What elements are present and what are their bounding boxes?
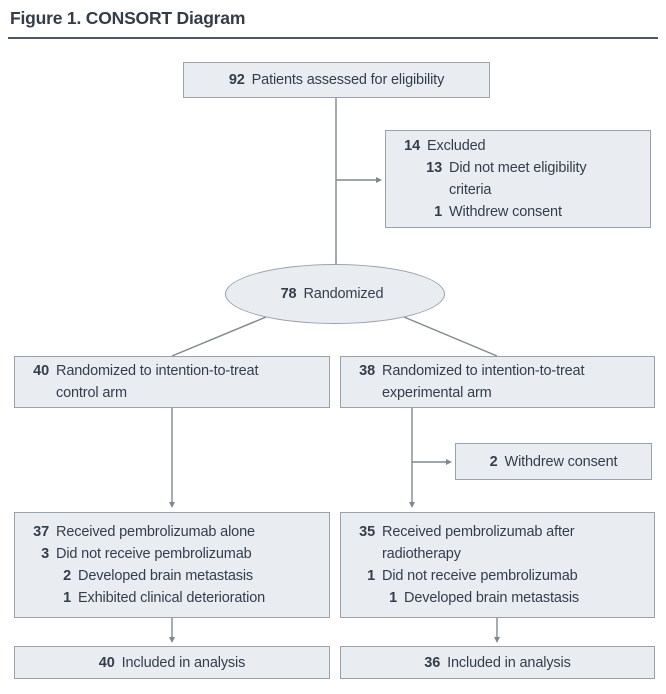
- count: 35: [359, 524, 375, 540]
- count: 1: [367, 568, 375, 584]
- stat-line: 1 Developed brain metastasis: [355, 587, 646, 609]
- box-withdrew-consent: 2 Withdrew consent: [455, 443, 652, 480]
- label: Included in analysis: [447, 654, 571, 671]
- stat-line: 13 Did not meet eligibility criteria: [400, 157, 642, 201]
- count: 37: [33, 524, 49, 540]
- count: 1: [434, 204, 442, 220]
- label: Did not meet eligibility criteria: [449, 160, 587, 198]
- label: Developed brain metastasis: [78, 568, 254, 584]
- stat-line: 3 Did not receive pembrolizumab: [29, 543, 321, 565]
- box-control-arm: 40 Randomized to intention-to-treat cont…: [14, 356, 330, 408]
- box-control-analysis: 40 Included in analysis: [14, 646, 330, 679]
- count: 78: [280, 286, 297, 302]
- label: Exhibited clinical deterioration: [78, 590, 266, 606]
- label: Developed brain metastasis: [404, 590, 580, 606]
- count: 2: [489, 453, 498, 470]
- label: Withdrew consent: [504, 453, 618, 470]
- box-control-received: 37 Received pembrolizumab alone 3 Did no…: [14, 512, 330, 618]
- count: 40: [33, 363, 49, 379]
- box-excluded: 14 Excluded 13 Did not meet eligibility …: [385, 130, 651, 228]
- box-experimental-arm: 38 Randomized to intention-to-treat expe…: [340, 356, 655, 408]
- box-assessed-for-eligibility: 92 Patients assessed for eligibility: [183, 62, 490, 98]
- stat-line: 2 Withdrew consent: [470, 451, 643, 473]
- count: 36: [424, 654, 441, 671]
- label: Randomized to intention-to-treat experim…: [382, 363, 585, 401]
- box-experimental-received: 35 Received pembrolizumab after radiothe…: [340, 512, 655, 618]
- count: 3: [41, 546, 49, 562]
- line-randomized-to-control: [171, 316, 267, 357]
- label: Received pembrolizumab alone: [56, 524, 255, 540]
- stat-line: 78 Randomized: [281, 283, 390, 305]
- count: 40: [98, 654, 115, 671]
- stat-line: 1 Exhibited clinical deterioration: [29, 587, 321, 609]
- label: Excluded: [427, 138, 486, 154]
- stat-line: 40 Included in analysis: [29, 652, 321, 674]
- count: 92: [228, 72, 245, 88]
- stat-line: 38 Randomized to intention-to-treat expe…: [355, 360, 646, 404]
- stat-line: 37 Received pembrolizumab alone: [29, 521, 321, 543]
- label: Randomized: [303, 286, 384, 302]
- stat-line: 1 Did not receive pembrolizumab: [355, 565, 646, 587]
- count: 2: [63, 568, 71, 584]
- ellipse-randomized: 78 Randomized: [225, 264, 445, 324]
- label: Withdrew consent: [449, 204, 562, 220]
- stat-line: 2 Developed brain metastasis: [29, 565, 321, 587]
- title-divider: [8, 37, 658, 39]
- count: 38: [359, 363, 375, 379]
- count: 1: [63, 590, 71, 606]
- stat-line: 36 Included in analysis: [355, 652, 646, 674]
- stat-line: 40 Randomized to intention-to-treat cont…: [29, 360, 321, 404]
- line-randomized-to-experimental: [403, 316, 498, 357]
- box-experimental-analysis: 36 Included in analysis: [340, 646, 655, 679]
- label: Did not receive pembrolizumab: [56, 546, 252, 562]
- label: Included in analysis: [121, 654, 246, 671]
- label: Patients assessed for eligibility: [251, 72, 445, 88]
- count: 13: [426, 160, 442, 176]
- count: 1: [389, 590, 397, 606]
- count: 14: [404, 138, 420, 154]
- stat-line: 1 Withdrew consent: [400, 201, 642, 223]
- stat-line: 35 Received pembrolizumab after radiothe…: [355, 521, 646, 565]
- label: Received pembrolizumab after radiotherap…: [382, 524, 575, 562]
- figure-title: Figure 1. CONSORT Diagram: [10, 8, 246, 28]
- stat-line: 92 Patients assessed for eligibility: [198, 69, 481, 91]
- stat-line: 14 Excluded: [400, 135, 642, 157]
- label: Did not receive pembrolizumab: [382, 568, 578, 584]
- label: Randomized to intention-to-treat control…: [56, 363, 259, 401]
